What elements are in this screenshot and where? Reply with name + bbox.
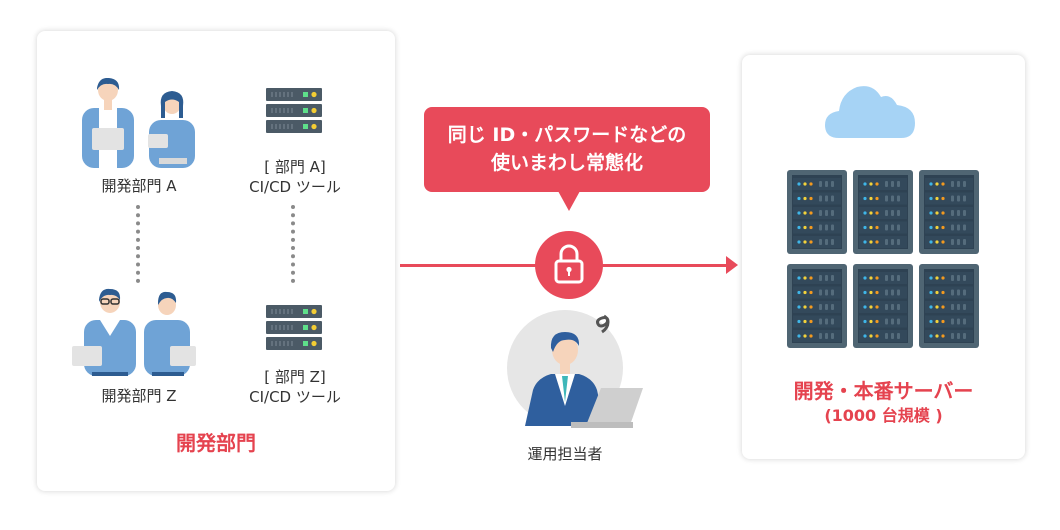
server-rack-icon	[787, 170, 847, 254]
servers-title: 開発・本番サーバー	[793, 379, 974, 403]
people-group-a-icon	[82, 78, 195, 168]
dev-department-card	[37, 31, 395, 491]
lock-badge	[535, 231, 603, 299]
cicd-server-z-icon	[266, 305, 322, 350]
dev-department-title: 開発部門	[176, 431, 256, 455]
flow-line-right	[600, 264, 728, 267]
tool-dotted-connector	[291, 205, 299, 283]
tool-a-label-line2: CI/CD ツール	[249, 178, 341, 196]
servers-subtitle: (1000 台規模 )	[824, 406, 943, 425]
arrow-head-icon	[726, 256, 738, 274]
group-a-label: 開発部門 A	[101, 177, 177, 195]
flow-line-left	[400, 264, 540, 267]
callout-line2: 使いまわし常態化	[490, 152, 643, 174]
server-rack-grid	[787, 170, 981, 348]
server-rack-icon	[787, 264, 847, 348]
tool-z-label-line2: CI/CD ツール	[249, 388, 341, 406]
tool-z-label-line1: [ 部門 Z]	[264, 368, 326, 386]
server-rack-icon	[853, 264, 913, 348]
cicd-server-a-icon	[266, 88, 322, 133]
tool-a-label-line1: [ 部門 A]	[264, 158, 326, 176]
server-rack-icon	[919, 264, 979, 348]
callout-line1: 同じ ID・パスワードなどの	[447, 124, 687, 146]
server-rack-icon	[853, 170, 913, 254]
cloud-icon	[825, 86, 915, 138]
operator-icon	[507, 310, 643, 428]
group-z-label: 開発部門 Z	[101, 387, 177, 405]
operator-label: 運用担当者	[527, 445, 603, 463]
warning-callout: 同じ ID・パスワードなどの 使いまわし常態化	[424, 107, 710, 192]
people-group-z-icon	[72, 288, 196, 376]
lock-icon	[554, 244, 584, 284]
callout-tail	[558, 191, 580, 211]
server-rack-icon	[919, 170, 979, 254]
group-dotted-connector	[136, 205, 144, 283]
